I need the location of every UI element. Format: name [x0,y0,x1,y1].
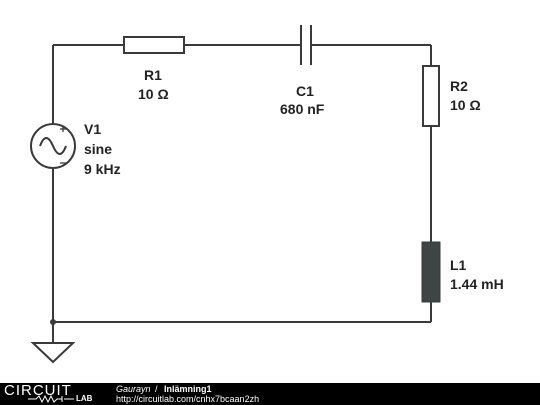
v1-name-label: V1 [84,121,101,137]
footer-separator: / [155,384,158,394]
sine-wave-icon [39,137,67,155]
resistor-r2[interactable] [422,65,440,127]
logo-lab-text: LAB [76,394,93,403]
ground-symbol [30,342,76,364]
r1-value-label: 10 Ω [138,86,169,102]
r1-name-label: R1 [144,67,162,83]
v1-value-label: 9 kHz [84,161,121,177]
l1-value-label: 1.44 mH [450,276,504,292]
voltage-source-v1[interactable] [30,123,76,169]
footer-author[interactable]: Gaurayn [116,384,151,394]
l1-name-label: L1 [450,257,467,273]
footer-circuit-title[interactable]: Inlämning1 [164,384,212,394]
resistor-r1[interactable] [123,36,185,54]
circuit-schematic: V1 sine 9 kHz R1 10 Ω C1 680 nF R2 10 Ω … [30,25,504,364]
resistor-logo-icon [28,395,74,403]
r2-value-label: 10 Ω [450,97,481,113]
inductor-l1[interactable] [421,241,441,303]
logo-circuit-text: CIRCUIT [4,382,72,399]
footer-bar: CIRCUIT LAB Gaurayn / Inlämning1 http://… [0,382,540,405]
footer-url-link[interactable]: http://circuitlab.com/cnhx7bcaan2zh [116,394,260,404]
capacitor-c1[interactable] [300,25,312,65]
v1-type-label: sine [84,141,112,157]
c1-name-label: C1 [296,83,314,99]
wires [52,44,432,343]
r2-name-label: R2 [450,78,468,94]
c1-value-label: 680 nF [280,101,325,117]
junction-dot [50,319,56,325]
